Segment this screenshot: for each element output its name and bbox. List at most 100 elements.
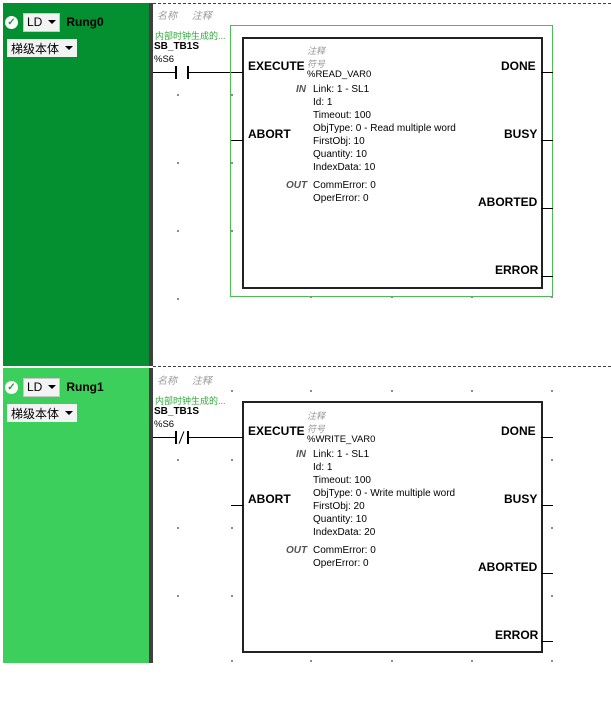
grid-dot (391, 296, 393, 298)
rung1-contact-slash (178, 431, 185, 444)
rung0-block-symbol: 符号 (307, 59, 326, 69)
rung1-comment-label: 注释 (191, 376, 212, 387)
rung0-header: ✓ LD Rung0 (5, 12, 104, 32)
rung1-param-commerror: CommError: 0 (313, 545, 376, 556)
rung1-header: ✓ LD Rung1 (5, 377, 104, 397)
rung1-column-labels: 名称 注释 (157, 372, 224, 387)
rung0-block-comment: 注释 (307, 46, 326, 56)
rung0-sidebar[interactable] (3, 3, 149, 366)
rung1-param-quantity: Quantity: 10 (313, 514, 367, 525)
rung0-pin-abort[interactable]: ABORT (248, 127, 291, 141)
rung1-wire-left (153, 437, 175, 438)
grid-dot (177, 94, 179, 96)
grid-dot (231, 595, 233, 597)
rung1-section-select[interactable]: 梯级本体 (7, 404, 78, 422)
caret-down-icon (48, 385, 57, 389)
rung1-param-indexdata: IndexData: 20 (313, 527, 376, 538)
rung0-param-indexdata: IndexData: 10 (313, 162, 376, 173)
rung1-contact-label[interactable]: SB_TB1S (154, 406, 200, 417)
rung1-pin-abort[interactable]: ABORT (248, 492, 291, 506)
rung0-in-params: Link: 1 - SL1 Id: 1 Timeout: 100 ObjType… (313, 84, 469, 176)
grid-dot (391, 390, 393, 392)
rung0-out-tag: OUT (286, 180, 308, 191)
check-circle-icon[interactable]: ✓ (5, 380, 18, 394)
grid-dot (231, 660, 233, 662)
rung1-out-params: CommError: 0 OperError: 0 (313, 545, 469, 571)
rung1-busy-pin-wire (541, 505, 553, 506)
rung1-param-firstobj: FirstObj: 20 (313, 501, 365, 512)
grid-dot (177, 230, 179, 232)
rung0-pin-execute[interactable]: EXECUTE (248, 59, 305, 73)
rung0-param-opererror: OperError: 0 (313, 193, 369, 204)
grid-dot (310, 296, 312, 298)
rung0-language-value: LD (27, 15, 43, 29)
grid-dot (551, 660, 553, 662)
rung0-comment-label: 注释 (191, 11, 212, 22)
grid-dot (310, 660, 312, 662)
grid-dot (231, 230, 233, 232)
rung1-done-pin-wire (541, 437, 553, 438)
grid-dot (310, 390, 312, 392)
grid-dot (177, 298, 179, 300)
rung0-language-select[interactable]: LD (23, 12, 61, 32)
rung1-param-objtype: ObjType: 0 - Write multiple word (313, 488, 456, 499)
grid-dot (177, 162, 179, 164)
rung1-pin-aborted[interactable]: ABORTED (478, 560, 538, 574)
rung0-param-timeout: Timeout: 100 (313, 110, 371, 121)
rung1-language-value: LD (27, 380, 43, 394)
rung0-in-tag: IN (296, 84, 306, 95)
caret-down-icon (65, 411, 74, 415)
rung0-column-labels: 名称 注释 (157, 7, 224, 22)
rung1-language-select[interactable]: LD (23, 377, 61, 397)
rung1-section-value: 梯级本体 (11, 406, 60, 421)
grid-dot (231, 162, 233, 164)
rung0-section-select[interactable]: 梯级本体 (7, 39, 78, 57)
grid-dot (471, 296, 473, 298)
rung1-pin-busy[interactable]: BUSY (504, 492, 538, 506)
rung0-param-objtype: ObjType: 0 - Read multiple word (313, 123, 456, 134)
rung0-contact-label[interactable]: SB_TB1S (154, 41, 200, 52)
rung0-busy-pin-wire (541, 140, 553, 141)
rung1-contact-left-bar[interactable] (175, 431, 177, 444)
rung0-block-instance[interactable]: %READ_VAR0 (307, 69, 372, 80)
rung0-contact-address: %S6 (154, 54, 175, 65)
rung0-read-var-block[interactable] (242, 37, 543, 289)
rung0-param-id: Id: 1 (313, 97, 333, 108)
rung0-contact-right-bar[interactable] (187, 66, 189, 79)
rung0-param-firstobj: FirstObj: 10 (313, 136, 365, 147)
grid-dot (391, 660, 393, 662)
rung1-pin-done[interactable]: DONE (501, 424, 536, 438)
rung0-contact-comment: 内部时钟生成的... (155, 31, 226, 41)
caret-down-icon (48, 20, 57, 24)
rung1-name[interactable]: Rung1 (66, 380, 104, 394)
rung1-error-pin-wire (541, 641, 553, 642)
rung1-write-var-block[interactable] (242, 401, 543, 653)
rung1-pin-error[interactable]: ERROR (495, 628, 539, 642)
rung1-pin-execute[interactable]: EXECUTE (248, 424, 305, 438)
grid-dot (231, 390, 233, 392)
rung1-param-opererror: OperError: 0 (313, 558, 369, 569)
rung0-pin-error[interactable]: ERROR (495, 263, 539, 277)
rung1-in-tag: IN (296, 449, 306, 460)
rung0-error-pin-wire (541, 276, 553, 277)
rung0-out-params: CommError: 0 OperError: 0 (313, 180, 469, 206)
rung0-name[interactable]: Rung0 (66, 15, 104, 29)
rung1-name-label: 名称 (157, 376, 177, 387)
rung0-param-link: Link: 1 - SL1 (313, 84, 370, 95)
rung0-contact-left-bar[interactable] (175, 66, 177, 79)
rung0-param-commerror: CommError: 0 (313, 180, 376, 191)
rung1-block-instance[interactable]: %WRITE_VAR0 (307, 434, 376, 445)
rung1-block-comment: 注释 (307, 411, 326, 421)
grid-dot (471, 660, 473, 662)
rung0-pin-busy[interactable]: BUSY (504, 127, 538, 141)
rung1-param-link: Link: 1 - SL1 (313, 449, 370, 460)
rung0-pin-aborted[interactable]: ABORTED (478, 195, 538, 209)
rung0-abort-pin-wire (231, 140, 243, 141)
rung0-power-rail (149, 3, 153, 366)
check-circle-icon[interactable]: ✓ (5, 15, 18, 29)
rung1-param-timeout: Timeout: 100 (313, 475, 371, 486)
grid-dot (231, 459, 233, 461)
rung1-contact-right-bar[interactable] (187, 431, 189, 444)
grid-dot (231, 527, 233, 529)
rung0-pin-done[interactable]: DONE (501, 59, 536, 73)
